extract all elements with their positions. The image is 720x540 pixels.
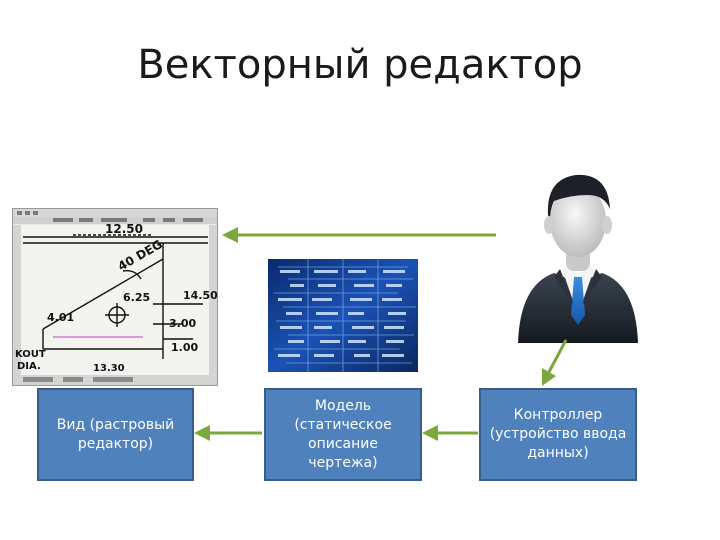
slide-title: Векторный редактор xyxy=(137,42,583,88)
cad-dim-mid: 6.25 xyxy=(123,291,150,304)
arrow-controller-to-view xyxy=(222,227,496,243)
cad-dim-bottom: 13.30 xyxy=(93,363,125,374)
cad-dim-right: 14.50 xyxy=(183,289,217,302)
model-box-label: Модель (статическое описание чертежа) xyxy=(294,397,392,471)
arrow-model-to-view xyxy=(194,425,262,441)
cad-dim-top: 12.50 xyxy=(105,222,143,236)
arrow-person-to-controller xyxy=(542,339,568,386)
cad-dim-bottom-right: 1.00 xyxy=(171,341,198,354)
controller-box: Контроллер (устройство ввода данных) xyxy=(479,388,637,481)
cad-dim-left: 4.01 xyxy=(47,311,74,324)
cad-knout: KOUT xyxy=(15,349,46,360)
cad-dia: DIA. xyxy=(17,361,41,372)
businessman-avatar xyxy=(514,165,642,345)
code-matrix-image xyxy=(268,259,418,372)
model-box: Модель (статическое описание чертежа) xyxy=(264,388,422,481)
cad-drawing-image: 12.50 40 DEG 6.25 14.50 4.01 3.00 1.00 K… xyxy=(12,208,218,386)
cad-dim-small: 3.00 xyxy=(169,317,196,330)
view-box: Вид (растровый редактор) xyxy=(37,388,194,481)
controller-box-label: Контроллер (устройство ввода данных) xyxy=(489,407,627,461)
arrow-controller-to-model xyxy=(422,425,478,441)
view-box-label: Вид (растровый редактор) xyxy=(56,416,175,452)
